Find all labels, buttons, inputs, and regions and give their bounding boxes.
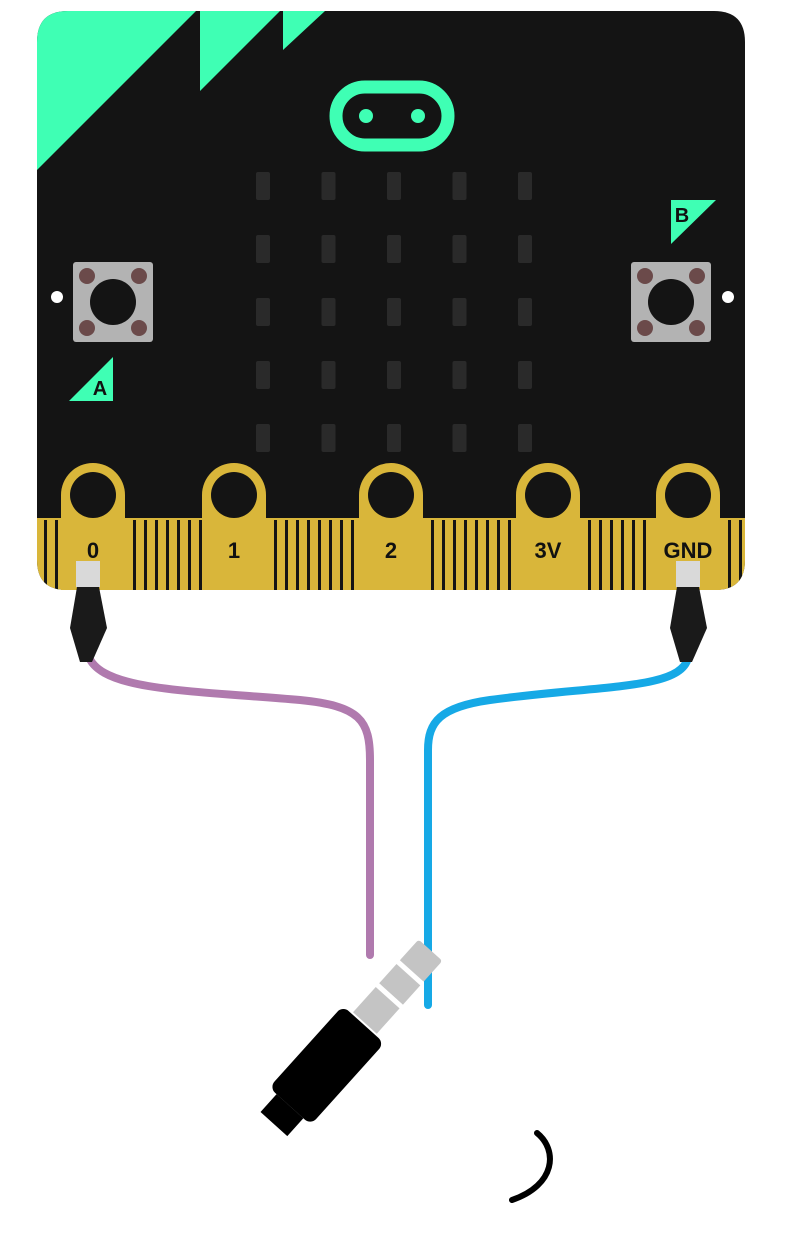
led xyxy=(256,235,270,263)
edge-finger-line xyxy=(739,520,742,590)
microbit-board: 0 1 2 3V GND A xyxy=(37,11,745,590)
led xyxy=(518,235,532,263)
edge-finger-line xyxy=(329,520,332,590)
led xyxy=(256,424,270,452)
button-a-press[interactable] xyxy=(90,279,136,325)
edge-finger-line xyxy=(133,520,136,590)
button-a-triangle xyxy=(69,357,113,401)
edge-finger-line xyxy=(442,520,445,590)
edge-finger-line xyxy=(296,520,299,590)
headphone-plug-icon xyxy=(260,940,553,1203)
crocodile-clip-icon xyxy=(70,561,107,662)
led xyxy=(387,172,401,200)
pin-label-3v: 3V xyxy=(535,538,562,563)
edge-finger-line xyxy=(351,520,354,590)
edge-finger-line xyxy=(55,520,58,590)
pin-labels: 0 1 2 3V GND xyxy=(87,538,713,563)
button-b-press[interactable] xyxy=(648,279,694,325)
pin-hole-0[interactable] xyxy=(70,472,116,518)
led xyxy=(518,172,532,200)
edge-finger-line xyxy=(610,520,613,590)
edge-finger-line xyxy=(475,520,478,590)
led xyxy=(256,298,270,326)
pin-label-1: 1 xyxy=(228,538,240,563)
led xyxy=(518,361,532,389)
crocodile-clip-icon xyxy=(670,561,707,662)
wire-gnd xyxy=(424,654,692,1009)
pin-hole-1[interactable] xyxy=(211,472,257,518)
led xyxy=(518,424,532,452)
led xyxy=(321,424,336,452)
pin-label-2: 2 xyxy=(385,538,397,563)
pin-label-0: 0 xyxy=(87,538,99,563)
led xyxy=(518,298,532,326)
edge-finger-line xyxy=(599,520,602,590)
edge-finger-line xyxy=(621,520,624,590)
pin-hole-3v[interactable] xyxy=(525,472,571,518)
edge-finger-line xyxy=(155,520,158,590)
button-b-label: B xyxy=(675,205,689,227)
button-b[interactable]: B xyxy=(631,200,716,342)
edge-finger-line xyxy=(177,520,180,590)
button-a[interactable]: A xyxy=(69,262,153,401)
edge-finger-line xyxy=(508,520,511,590)
edge-finger-line xyxy=(285,520,288,590)
edge-finger-line xyxy=(166,520,169,590)
led xyxy=(452,361,467,389)
button-a-label: A xyxy=(93,378,107,400)
edge-finger-line xyxy=(340,520,343,590)
edge-finger-line xyxy=(44,520,47,590)
edge-finger-line xyxy=(453,520,456,590)
edge-finger-line xyxy=(588,520,591,590)
led xyxy=(452,424,467,452)
edge-finger-line xyxy=(307,520,310,590)
led xyxy=(387,235,401,263)
edge-finger-line xyxy=(632,520,635,590)
led xyxy=(321,172,336,200)
led xyxy=(387,298,401,326)
led xyxy=(452,172,467,200)
edge-connector-lines xyxy=(44,520,742,590)
led xyxy=(321,298,336,326)
edge-finger-line xyxy=(497,520,500,590)
pin-label-gnd: GND xyxy=(664,538,713,563)
edge-finger-line xyxy=(199,520,202,590)
corner-decoration xyxy=(37,11,325,170)
pin-hole-2[interactable] xyxy=(368,472,414,518)
led xyxy=(321,361,336,389)
edge-finger-line xyxy=(318,520,321,590)
edge-finger-line xyxy=(464,520,467,590)
led xyxy=(387,424,401,452)
pin-hole-gnd[interactable] xyxy=(665,472,711,518)
wire-pin-0 xyxy=(84,651,374,959)
edge-finger-line xyxy=(643,520,646,590)
led-matrix xyxy=(256,172,532,452)
led xyxy=(387,361,401,389)
led xyxy=(256,172,270,200)
microbit-logo-icon xyxy=(329,80,455,152)
mount-hole-left xyxy=(51,291,63,303)
button-b-triangle xyxy=(671,200,716,244)
led xyxy=(321,235,336,263)
edge-finger-line xyxy=(431,520,434,590)
edge-finger-line xyxy=(728,520,731,590)
edge-finger-line xyxy=(188,520,191,590)
edge-finger-line xyxy=(486,520,489,590)
edge-finger-line xyxy=(274,520,277,590)
pin-pads xyxy=(61,463,720,590)
led xyxy=(452,298,467,326)
led xyxy=(256,361,270,389)
led xyxy=(452,235,467,263)
mount-hole-right xyxy=(722,291,734,303)
edge-finger-line xyxy=(144,520,147,590)
